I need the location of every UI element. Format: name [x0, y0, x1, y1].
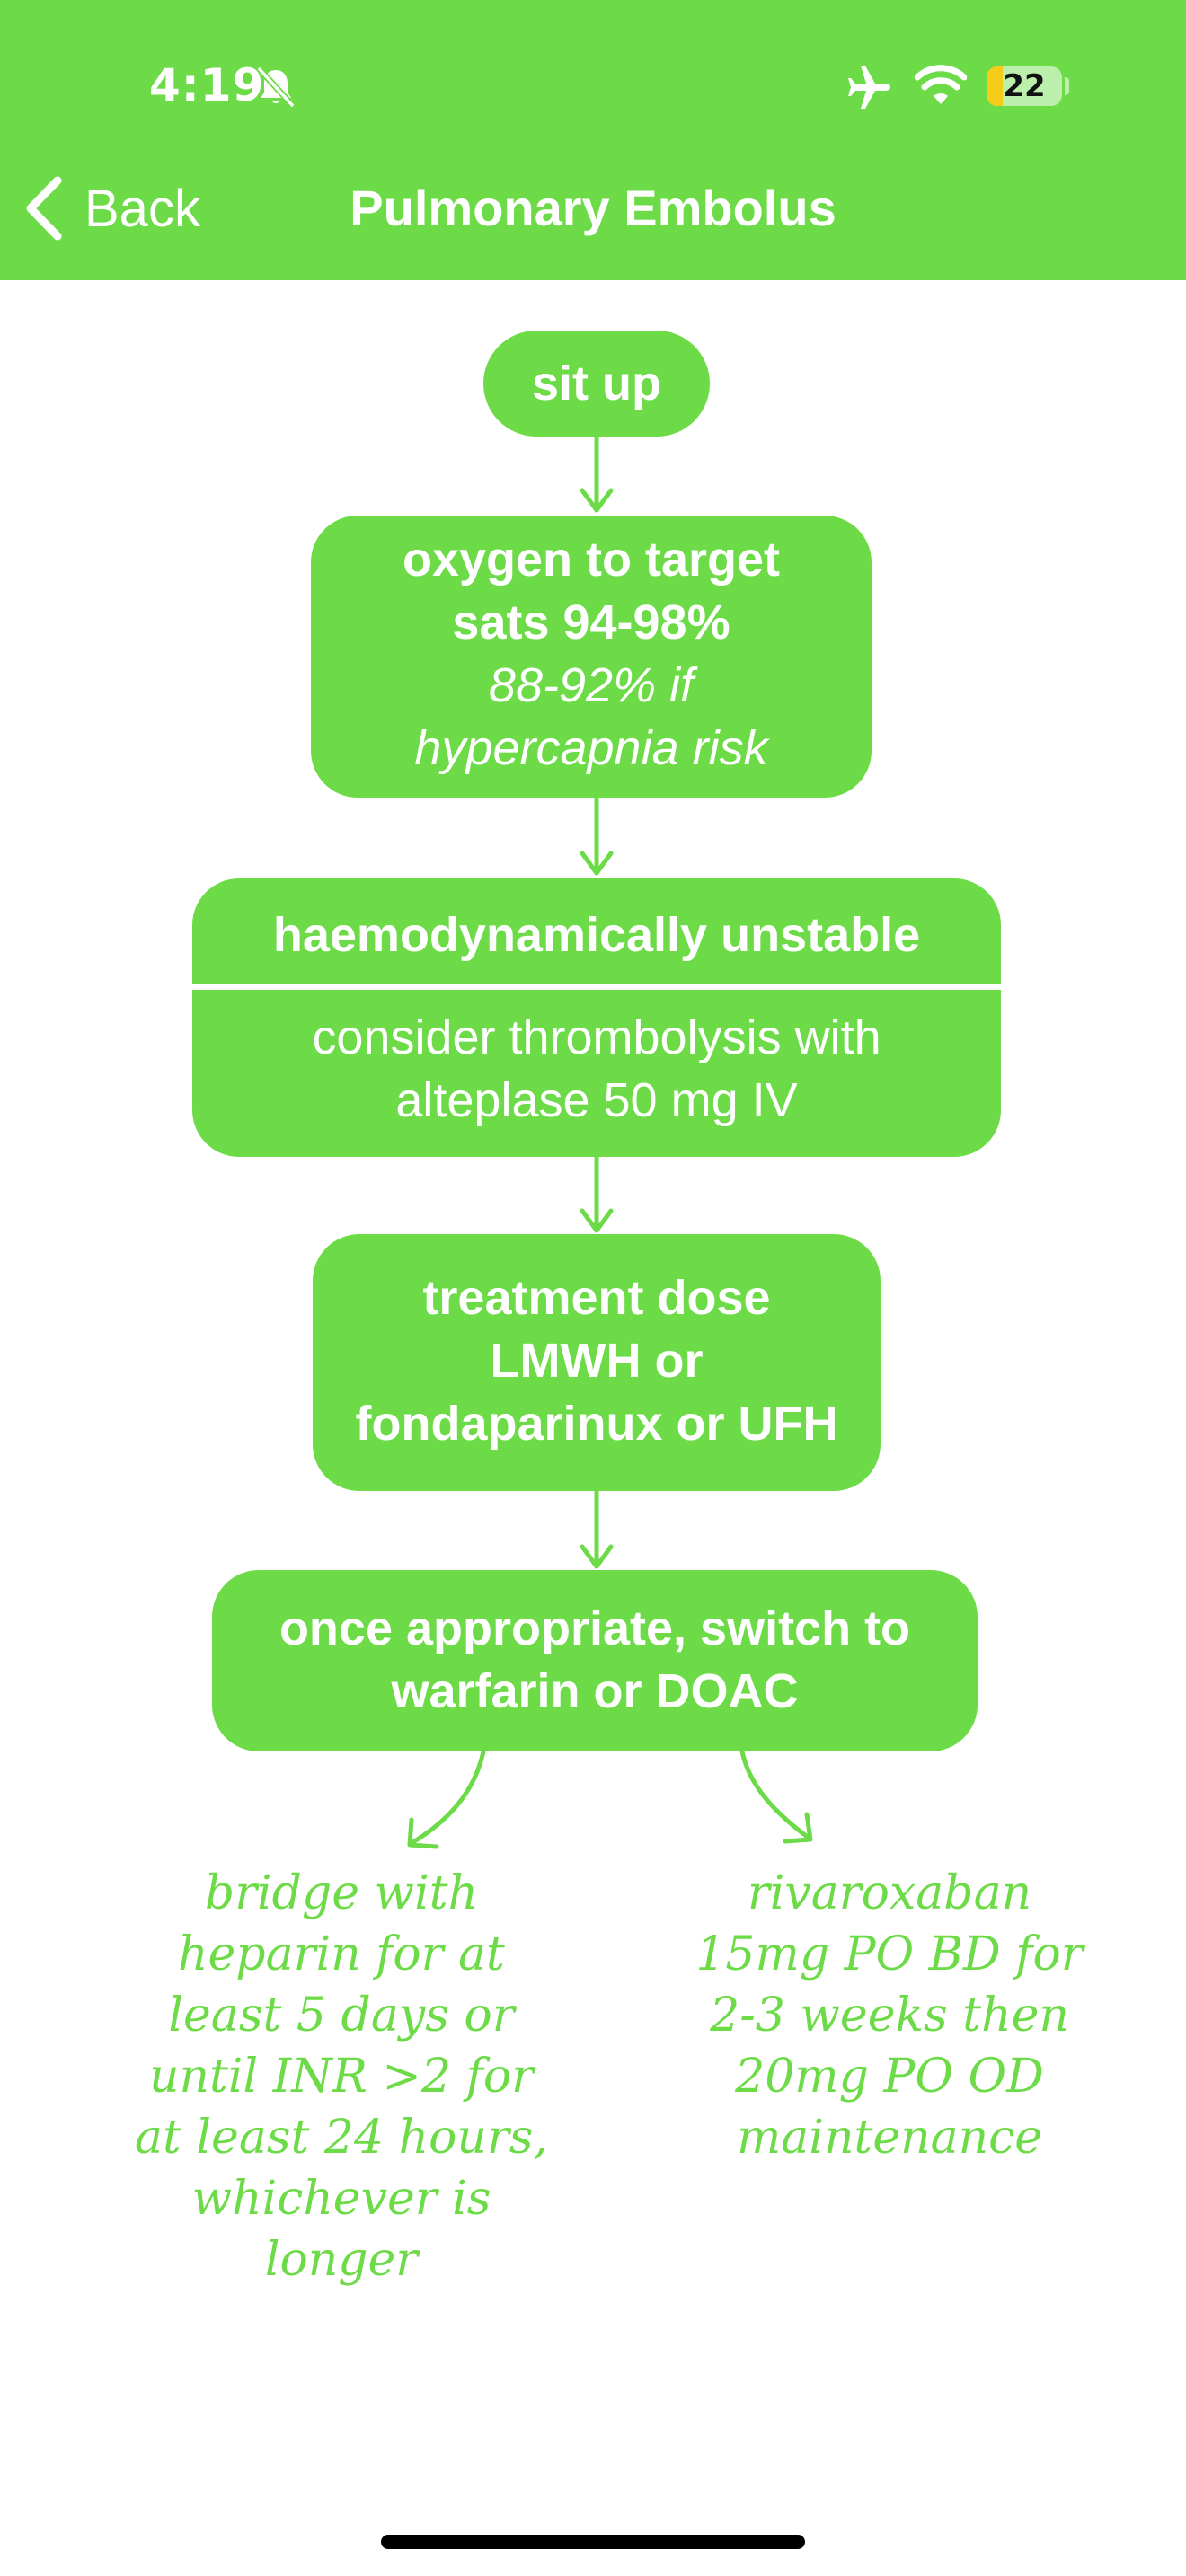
step-switch-line1: once appropriate, switch to [279, 1601, 911, 1655]
note-left-line: least 5 days or [168, 1989, 515, 2042]
step-treatment-line1: treatment dose [422, 1271, 771, 1325]
hand-arrow-right [739, 1749, 811, 1840]
step-unstable-line1: consider thrombolysis with [312, 1010, 881, 1064]
note-right-line: 15mg PO BD for [695, 1928, 1084, 1981]
note-warfarin-bridge: bridge with heparin for at least 5 days … [72, 1863, 611, 2290]
step-treatment-line3: fondaparinux or UFH [355, 1397, 838, 1451]
step-treatment-dose: treatment dose LMWH or fondaparinux or U… [313, 1234, 881, 1491]
note-left-line: until INR >2 for [149, 2050, 534, 2104]
note-right-line: rivaroxaban [747, 1866, 1032, 1920]
note-right-line: 2-3 weeks then [710, 1989, 1069, 2042]
note-rivaroxaban: rivaroxaban 15mg PO BD for 2-3 weeks the… [638, 1863, 1141, 2168]
step-oxygen: oxygen to target sats 94-98% 88-92% if h… [311, 516, 872, 798]
step-oxygen-note2: hypercapnia risk [414, 721, 768, 775]
airplane-icon [848, 66, 890, 109]
chevron-left-icon [26, 176, 62, 241]
step-oxygen-line2: sats 94-98% [452, 595, 730, 649]
step-switch-anticoagulant: once appropriate, switch to warfarin or … [212, 1570, 978, 1751]
hand-arrow-left [409, 1749, 486, 1846]
note-left-line: heparin for at [178, 1928, 505, 1981]
note-left-line: longer [264, 2233, 419, 2287]
note-right-line: maintenance [737, 2111, 1042, 2165]
note-left-line: bridge with [204, 1866, 479, 1920]
note-left-line: at least 24 hours, [134, 2111, 548, 2165]
back-label: Back [84, 179, 200, 238]
step-oxygen-note1: 88-92% if [488, 658, 695, 712]
step-switch-line2: warfarin or DOAC [391, 1664, 799, 1718]
step-unstable-line2: alteplase 50 mg IV [395, 1073, 798, 1127]
step-unstable-header: haemodynamically unstable [272, 908, 921, 962]
step-oxygen-line1: oxygen to target [402, 533, 781, 587]
step-unstable-divider [192, 984, 1001, 990]
header-bar: 4:19 22 Back Pulmonary Embolus [0, 0, 1186, 280]
battery-level: 22 [1003, 68, 1046, 104]
bell-slash-icon [256, 66, 296, 109]
home-indicator[interactable] [381, 2535, 805, 2549]
step-treatment-line2: LMWH or [490, 1334, 704, 1388]
step-sit-up-text: sit up [532, 357, 661, 410]
note-right-line: 20mg PO OD [735, 2050, 1044, 2104]
status-time: 4:19 [149, 59, 265, 111]
wifi-icon [915, 65, 967, 104]
back-button[interactable]: Back [23, 172, 200, 244]
battery-icon: 22 [987, 66, 1062, 106]
note-left-line: whichever is [191, 2172, 491, 2226]
step-unstable: haemodynamically unstable consider throm… [192, 878, 1001, 1157]
step-sit-up: sit up [483, 331, 710, 437]
page-title: Pulmonary Embolus [350, 180, 836, 236]
